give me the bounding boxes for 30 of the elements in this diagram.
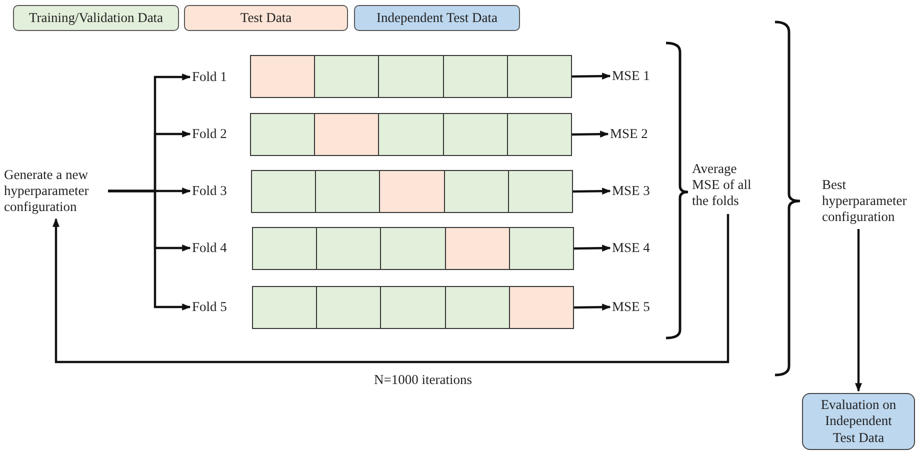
mse-label: MSE 1 — [612, 66, 662, 86]
arrow — [572, 130, 609, 138]
fold-label: Fold 1 — [192, 67, 240, 87]
arrow — [108, 190, 191, 311]
arrow — [854, 229, 862, 392]
legend-key: Training/Validation Data — [13, 5, 179, 31]
mse-label: MSE 4 — [612, 238, 662, 258]
legend-key: Independent Test Data — [354, 5, 520, 31]
fold-label: Fold 3 — [192, 181, 240, 201]
arrow — [572, 188, 611, 195]
fold-label: Fold 4 — [192, 238, 240, 258]
legend-key: Test Data — [184, 5, 348, 31]
arrow — [574, 304, 611, 311]
arrow — [572, 72, 611, 80]
mse-label: MSE 5 — [612, 297, 662, 317]
step-text: Best hyperparameter configuration — [822, 175, 920, 227]
fold-bar — [252, 227, 574, 270]
mse-label: MSE 3 — [612, 181, 662, 201]
step-text: Average MSE of all the folds — [692, 158, 764, 212]
arrow — [574, 244, 611, 252]
fold-bar — [251, 170, 573, 213]
arrow — [52, 214, 730, 364]
step-text: Generate a new hyperparameter configuration — [4, 165, 108, 217]
fold-bar — [250, 113, 572, 156]
fold-label: Fold 2 — [192, 124, 240, 144]
mse-label: MSE 2 — [610, 124, 660, 144]
fold-bar — [250, 55, 572, 98]
fold-bar — [252, 286, 574, 329]
fold-label: Fold 5 — [192, 297, 240, 317]
result-box: Evaluation on Independent Test Data — [802, 393, 915, 450]
